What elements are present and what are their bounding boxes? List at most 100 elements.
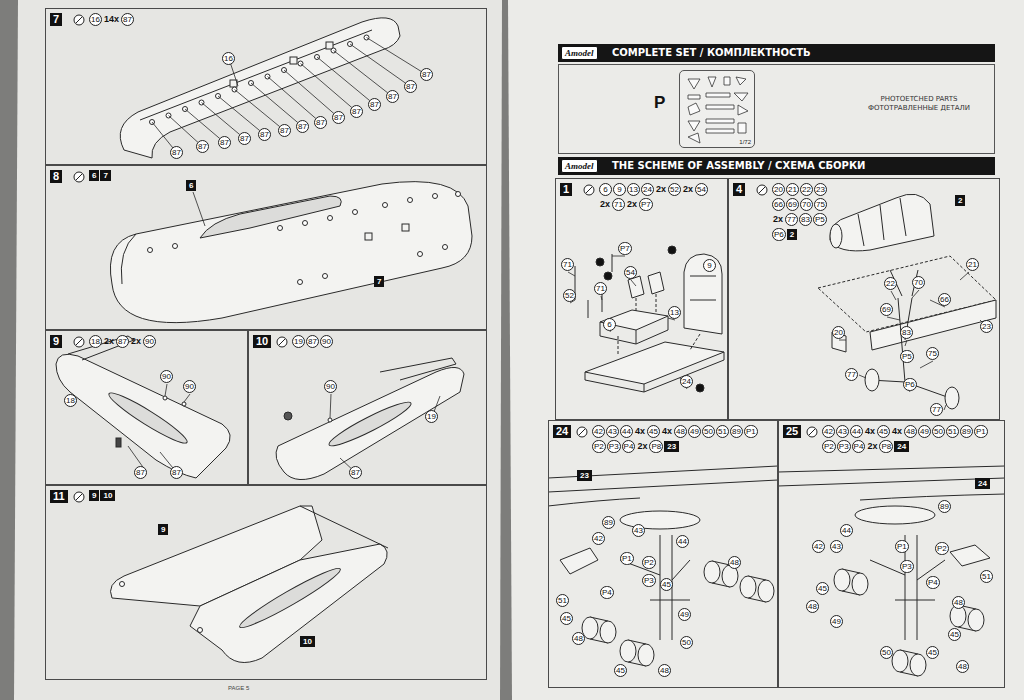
callout-number: P3 <box>642 574 656 587</box>
callout-number: P4 <box>926 576 940 589</box>
quantity-text: 4x <box>891 425 903 438</box>
callout-number: P3 <box>607 440 621 453</box>
engine-parts <box>740 576 756 598</box>
nacelle-parts <box>198 628 203 633</box>
callout-number: 45 <box>647 425 660 438</box>
engine-parts <box>600 621 616 643</box>
fret-parts <box>734 93 748 101</box>
callout-number: 43 <box>632 524 645 537</box>
fuselage-parts <box>110 18 472 323</box>
callout-number: 49 <box>918 425 931 438</box>
cockpit-parts <box>690 276 716 300</box>
nacelle-parts <box>284 412 292 420</box>
engine-parts <box>758 580 774 602</box>
quantity-text: 2x <box>682 183 694 196</box>
cockpit-parts <box>600 310 668 330</box>
callout-number: 51 <box>946 425 959 438</box>
engine-parts <box>968 609 984 631</box>
fuselage-parts <box>408 198 413 203</box>
fuselage-parts <box>278 226 283 231</box>
step-panel: 10 <box>248 330 487 485</box>
callout-number: 83 <box>900 326 913 339</box>
callout-number: P4 <box>600 586 614 599</box>
fret-parts <box>688 95 700 99</box>
callout-number: P4 <box>622 440 636 453</box>
callout-number: 50 <box>680 636 693 649</box>
step-panel: 24 <box>548 420 778 688</box>
callout-number: 87 <box>296 120 309 133</box>
cockpit-parts <box>668 246 676 254</box>
callout-number: 89 <box>602 516 615 529</box>
step-number: 8 <box>50 170 62 183</box>
sheet-marker: 10 <box>300 636 315 647</box>
callout-number: 51 <box>980 570 993 583</box>
sheet-marker: 2 <box>955 195 965 206</box>
step-number: 10 <box>253 335 271 348</box>
callout-number: 43 <box>836 425 849 438</box>
callout-number: 90 <box>320 335 333 348</box>
nacelle-parts <box>116 438 121 447</box>
cockpit-parts <box>945 387 959 409</box>
engine-parts <box>560 548 598 574</box>
callout-number: 50 <box>702 425 715 438</box>
fuselage-parts <box>443 245 448 250</box>
step-panel: 11 <box>45 485 487 680</box>
callout-number: 50 <box>932 425 945 438</box>
callout-row: 20212223666970752x7783P5P62 <box>772 183 836 243</box>
fuselage-parts <box>140 30 372 120</box>
quantity-text: 2x <box>130 335 142 348</box>
nacelle-parts <box>163 396 167 400</box>
callout-number: P3 <box>837 440 851 453</box>
callout-number: 42 <box>592 425 605 438</box>
callout-number: 87 <box>238 132 251 145</box>
callout-number: 89 <box>960 425 973 438</box>
callout-number: 69 <box>880 303 893 316</box>
callout-number: 77 <box>845 368 858 381</box>
callout-number: 19 <box>292 335 305 348</box>
sheet-marker: 23 <box>577 470 592 481</box>
callout-number: 6 <box>599 183 612 196</box>
callout-number: 75 <box>814 198 827 211</box>
part-caption: PHOTOETCHED PARTS ФОТОТРАВЛЕННЫЕ ДЕТАЛИ <box>859 95 979 113</box>
callout-number: P2 <box>935 542 949 555</box>
callout-number: 13 <box>627 183 640 196</box>
step-number: 1 <box>560 183 572 196</box>
fuselage-parts <box>433 194 438 199</box>
callout-number: 24 <box>641 183 654 196</box>
parts-box: PPHOTOETCHED PARTS ФОТОТРАВЛЕННЫЕ ДЕТАЛИ… <box>558 64 995 154</box>
engine-parts <box>834 569 984 676</box>
engine-parts <box>852 573 868 595</box>
quantity-text: 4x <box>864 425 876 438</box>
cockpit-parts <box>568 194 996 410</box>
callout-number: 43 <box>830 540 843 553</box>
step-number: 11 <box>50 490 68 503</box>
fret-parts <box>688 121 700 131</box>
fret-parts <box>706 119 734 123</box>
callout-number: 87 <box>350 105 363 118</box>
callout-number: 13 <box>668 306 681 319</box>
callout-number: 48 <box>956 660 969 673</box>
callout-number: 18 <box>89 335 102 348</box>
cockpit-parts <box>575 254 612 318</box>
paper <box>14 0 502 700</box>
callout-number: 87 <box>306 335 319 348</box>
quantity-text: 4x <box>661 425 673 438</box>
step-number: 25 <box>783 425 801 438</box>
callout-row: 182x872x90 <box>89 335 239 350</box>
callout-number: 83 <box>799 213 812 226</box>
sheet-marker: 7 <box>100 170 110 181</box>
callout-number: 87 <box>116 335 129 348</box>
step-panel: 8 <box>45 165 487 330</box>
callout-number: 87 <box>349 466 362 479</box>
callout-number: 16 <box>89 13 102 26</box>
callout-number: 42 <box>812 540 825 553</box>
cockpit-parts <box>830 224 842 248</box>
step-number: 9 <box>50 335 62 348</box>
step-panel: 1 <box>555 178 728 420</box>
fuselage-parts <box>323 274 328 279</box>
callout-number: 66 <box>938 293 951 306</box>
callout-number: 48 <box>904 425 917 438</box>
engine-parts <box>548 466 1005 676</box>
fret-parts <box>688 133 700 143</box>
